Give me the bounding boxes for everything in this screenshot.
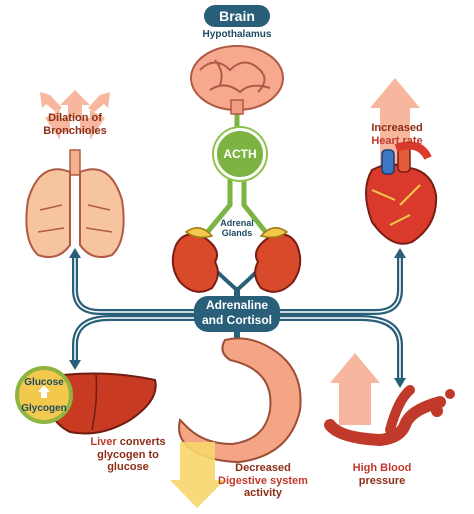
hormones-node: Adrenaline and Cortisol [194,296,280,332]
heart-line2: Heart rate [371,134,423,147]
arrowhead-heart [394,248,406,258]
bronchioles-line1: Dilation of [48,112,102,124]
digestion-line3: activity [244,487,282,500]
digestion-line2: Digestive system [218,474,308,487]
digestion-label: Decreased Digestive system activity [208,462,318,500]
liver-label: Liver converts glycogen to glucose [78,436,178,474]
digestion-down-arrow [170,442,225,508]
liver-line3: glucose [107,461,149,474]
blood-pressure-label: High Blood pressure [344,462,420,487]
blood-line2: pressure [358,474,406,487]
brain-header: Brain [204,5,270,27]
blood-pressure-up-arrow [330,353,380,425]
lungs-image [25,149,125,258]
digestion-line1: Decreased [235,462,291,474]
liver-converts: converts [116,436,166,448]
glycogen-label: Glycogen [21,403,67,414]
blood-vessel-image [324,385,455,447]
heart-rate-label: Increased Heart rate [352,122,442,147]
heart-line1: Increased [371,122,423,134]
adrenal-glands-label: Adrenal Glands [212,218,262,239]
glucose-up-arrow [38,385,50,398]
adrenal-label-line1: Adrenal [220,218,254,228]
glucose-label: Glucose [24,377,64,388]
adrenal-label-line2: Glands [221,228,253,239]
blood-line1: High Blood [352,462,412,474]
hypothalamus-label: Hypothalamus [202,29,272,40]
arrowhead-blood [394,378,406,388]
heart-image [365,141,438,245]
liver-line2: glycogen to [97,448,159,461]
stomach-image [178,337,302,464]
arrowhead-liver [69,360,81,370]
hormones-line2: and Cortisol [201,313,272,327]
bronchiole-arrows [40,90,110,140]
arrowhead-lungs [69,248,81,258]
adrenal-glands-image [171,227,302,293]
bronchioles-label: Dilation of Bronchioles [34,112,116,137]
flow-lines-inner [74,255,401,380]
liver-line1: Liver converts [78,436,178,449]
brain-image [190,45,284,115]
bronchioles-line2: Bronchioles [43,124,107,137]
acth-node: ACTH [214,128,266,180]
hormones-line1: Adrenaline [205,298,268,312]
liver-word: Liver [90,436,117,448]
